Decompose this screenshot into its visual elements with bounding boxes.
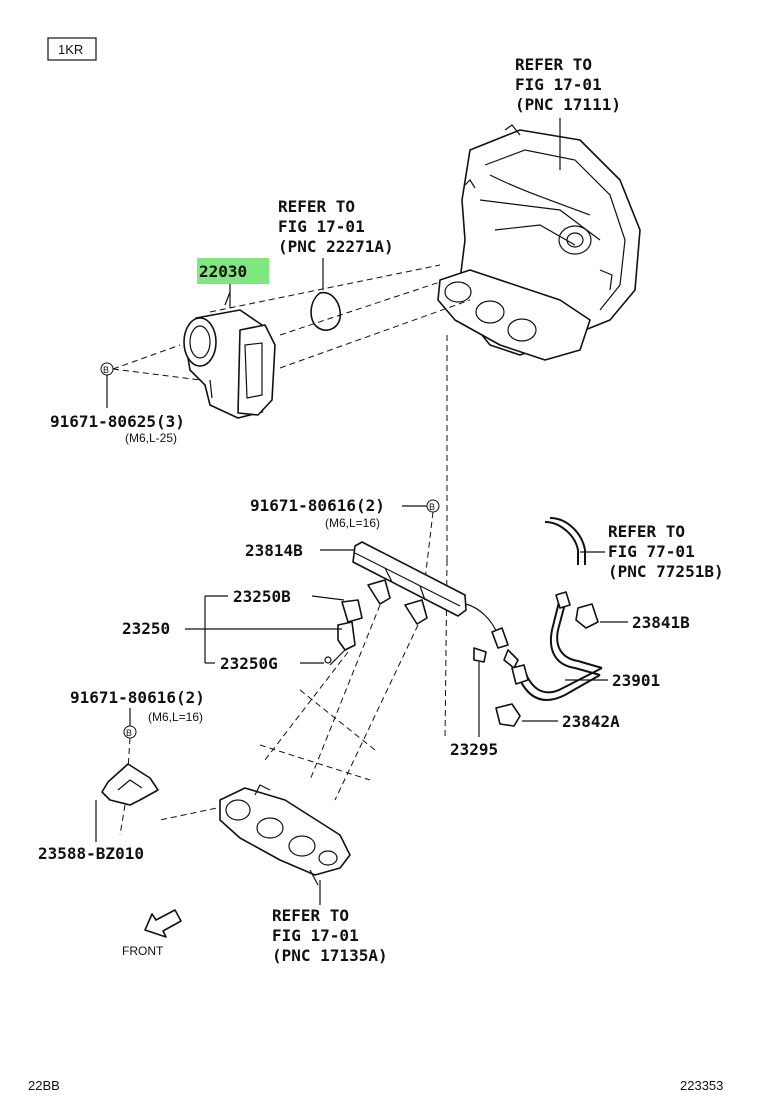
label-ref-bottom: REFER TO FIG 17-01 (PNC 17135A) — [272, 906, 388, 965]
fuel-rail-drawing — [352, 541, 519, 669]
label-ref-top: REFER TO FIG 17-01 (PNC 17111) — [515, 55, 621, 114]
spacer-drawing — [473, 647, 487, 663]
throttle-body-drawing — [183, 291, 276, 419]
svg-text:FIG 17-01: FIG 17-01 — [272, 926, 359, 945]
footer-left: 22BB — [28, 1078, 60, 1093]
engine-code: 1KR — [58, 42, 83, 57]
lower-intake-drawing — [219, 784, 351, 886]
label-front: FRONT — [122, 944, 164, 958]
label-23295[interactable]: 23295 — [450, 740, 498, 759]
label-23250[interactable]: 23250 — [122, 619, 170, 638]
label-bolt-throttle-spec: (M6,L-25) — [125, 431, 177, 445]
svg-text:B: B — [429, 502, 435, 512]
svg-text:REFER TO: REFER TO — [272, 906, 349, 925]
label-23841b[interactable]: 23841B — [632, 613, 690, 632]
fuel-tube-drawing — [511, 517, 603, 701]
engine-code-box: 1KR — [47, 37, 97, 61]
svg-text:FIG 77-01: FIG 77-01 — [608, 542, 695, 561]
svg-text:REFER TO: REFER TO — [278, 197, 355, 216]
svg-text:FIG 17-01: FIG 17-01 — [278, 217, 365, 236]
label-22030[interactable]: 22030 — [199, 262, 247, 281]
intake-manifold-drawing — [437, 124, 641, 361]
svg-text:(PNC 77251B): (PNC 77251B) — [608, 562, 724, 581]
svg-text:FIG 17-01: FIG 17-01 — [515, 75, 602, 94]
label-ref-hose: REFER TO FIG 77-01 (PNC 77251B) — [608, 522, 724, 581]
svg-text:(PNC 17135A): (PNC 17135A) — [272, 946, 388, 965]
clip-drawing — [495, 703, 521, 727]
svg-text:REFER TO: REFER TO — [608, 522, 685, 541]
label-bolt-throttle[interactable]: 91671-80625(3) — [50, 412, 185, 431]
label-23901[interactable]: 23901 — [612, 671, 660, 690]
gasket-drawing — [310, 291, 342, 331]
label-23814b[interactable]: 23814B — [245, 541, 303, 560]
svg-text:B: B — [103, 365, 109, 375]
label-23842a[interactable]: 23842A — [562, 712, 620, 731]
svg-text:B: B — [126, 728, 132, 738]
injector-drawing — [324, 599, 363, 666]
label-23250g[interactable]: 23250G — [220, 654, 278, 673]
footer-right: 223353 — [680, 1078, 723, 1093]
clamp-drawing — [575, 603, 599, 629]
highlight-22030 — [197, 258, 269, 284]
bolt-marker-throttle: B — [100, 362, 114, 376]
label-ref-gasket: REFER TO FIG 17-01 (PNC 22271A) — [278, 197, 394, 256]
svg-text:(PNC 22271A): (PNC 22271A) — [278, 237, 394, 256]
bracket-drawing — [101, 763, 159, 806]
label-bolt-bracket[interactable]: 91671-80616(2) — [70, 688, 205, 707]
svg-text:(PNC 17111): (PNC 17111) — [515, 95, 621, 114]
label-23250b[interactable]: 23250B — [233, 587, 291, 606]
label-23588-bz010[interactable]: 23588-BZ010 — [38, 844, 144, 863]
label-bolt-rail-spec: (M6,L=16) — [325, 516, 380, 530]
label-bolt-rail[interactable]: 91671-80616(2) — [250, 496, 385, 515]
svg-text:REFER TO: REFER TO — [515, 55, 592, 74]
front-arrow-icon — [144, 909, 182, 938]
label-bolt-bracket-spec: (M6,L=16) — [148, 710, 203, 724]
bolt-marker-rail: B — [426, 499, 440, 513]
bolt-marker-bracket: B — [123, 725, 137, 739]
